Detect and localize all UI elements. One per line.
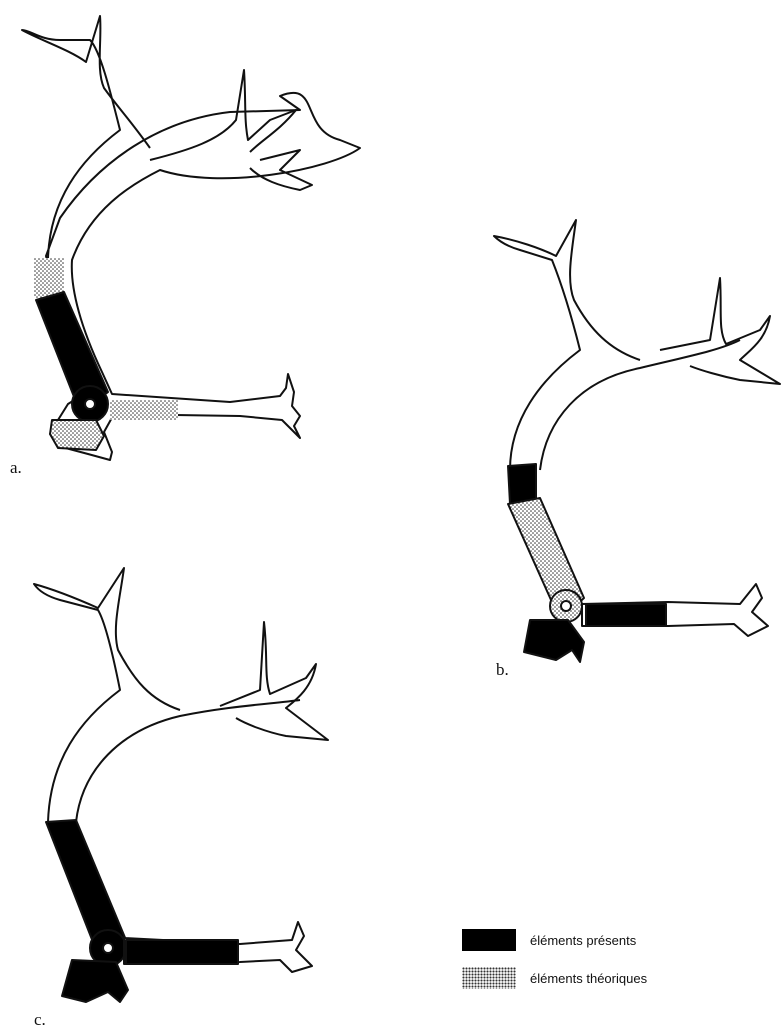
- antler-c-beam-inner: [76, 700, 300, 822]
- panel-label-c: c.: [34, 1010, 46, 1030]
- antler-b-present-base: [524, 620, 584, 662]
- antler-b-socket: [561, 601, 571, 611]
- antler-b: [494, 220, 780, 662]
- antler-a-theoretical-base: [50, 420, 104, 450]
- antler-c-tines: [220, 622, 328, 740]
- legend-item-theoretical: éléments théoriques: [462, 966, 647, 990]
- antler-c-present-base: [62, 960, 128, 1002]
- antler-a-theoretical-top: [34, 258, 64, 298]
- legend-label-present: éléments présents: [530, 933, 636, 948]
- antler-b-tines: [660, 278, 780, 384]
- antler-b-present-brow: [586, 604, 666, 626]
- antler-b-present-top: [508, 464, 536, 504]
- legend: éléments présents éléments théoriques: [462, 928, 647, 1004]
- antler-a-socket: [85, 399, 95, 409]
- panel-label-b: b.: [496, 660, 509, 680]
- antler-b-upper-beam: [494, 220, 640, 470]
- legend-swatch-present: [462, 929, 516, 951]
- antler-c: [34, 568, 328, 1002]
- legend-swatch-theoretical: [462, 967, 516, 989]
- antler-c-upper-beam: [34, 568, 180, 822]
- antler-a-theoretical-brow: [110, 400, 178, 420]
- legend-item-present: éléments présents: [462, 928, 647, 952]
- antler-c-present-brow: [126, 940, 238, 964]
- antler-c-socket: [103, 943, 113, 953]
- legend-label-theoretical: éléments théoriques: [530, 971, 647, 986]
- panel-label-a: a.: [10, 458, 22, 478]
- antler-a: [22, 16, 360, 460]
